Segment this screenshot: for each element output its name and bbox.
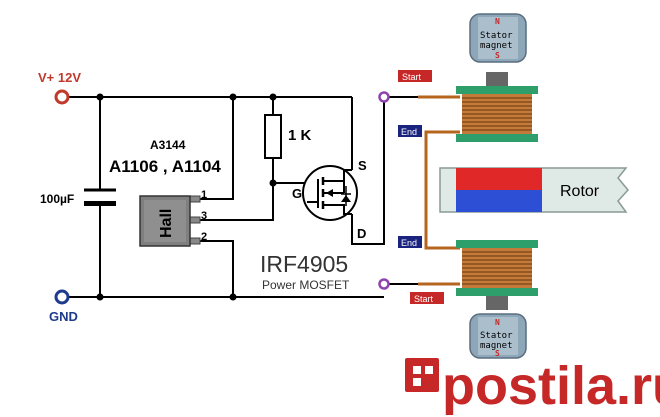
- stator-bottom-line2: magnet: [480, 341, 513, 351]
- coil-leads: [418, 95, 460, 286]
- stator-top-s: S: [495, 51, 500, 60]
- hall-pin-1-label: 1: [201, 189, 207, 201]
- start-label-top: Start: [402, 72, 422, 82]
- vplus-label: V+ 12V: [38, 70, 81, 85]
- hall-pin-3-label: 3: [201, 210, 207, 222]
- mosfet-name: IRF4905: [260, 251, 348, 277]
- rotor-label: Rotor: [560, 183, 600, 200]
- rotor: [439, 167, 629, 213]
- stator-bottom-s: S: [495, 349, 500, 358]
- stator-top-n: N: [495, 17, 500, 26]
- stator-bottom-line1: Stator: [480, 331, 513, 341]
- start-tag-bottom: [410, 292, 444, 304]
- wires: [66, 96, 418, 298]
- stator-bottom-n: N: [495, 318, 500, 327]
- stator-top-line2: magnet: [480, 41, 513, 51]
- resistor: [264, 114, 282, 159]
- end-tag-bottom: [398, 236, 422, 248]
- watermark: [405, 358, 439, 392]
- hall-sensor: [139, 195, 201, 247]
- capacitor-label: 100µF: [40, 192, 74, 206]
- vplus-terminal: [54, 89, 70, 105]
- mosfet-pin-s-label: S: [358, 158, 367, 173]
- coil-top-terminal: [378, 91, 390, 103]
- end-tag-top: [398, 125, 422, 137]
- bottom-coil: [456, 240, 538, 296]
- stator-magnet-top: [469, 13, 527, 86]
- start-label-bottom: Start: [414, 294, 434, 304]
- sensor-model-label: A3144: [150, 138, 186, 152]
- stator-magnet-bottom: [469, 296, 527, 359]
- coil-bottom-terminal: [378, 278, 390, 290]
- junctions: [96, 93, 277, 301]
- hall-label: Hall: [158, 209, 175, 238]
- stator-top-line1: Stator: [480, 31, 513, 41]
- end-label-bottom: End: [401, 238, 417, 248]
- mosfet-pin-g-label: G: [292, 186, 302, 201]
- mosfet-pin-d-label: D: [357, 226, 366, 241]
- mosfet-symbol: [302, 165, 358, 221]
- gnd-terminal: [54, 289, 70, 305]
- watermark-text: postila.ru: [442, 356, 660, 416]
- top-coil: [456, 86, 538, 142]
- end-label-top: End: [401, 127, 417, 137]
- hall-pin-2-label: 2: [201, 231, 207, 243]
- capacitor: [84, 188, 116, 206]
- resistor-label: 1 K: [288, 127, 312, 144]
- start-tag-top: [398, 70, 432, 82]
- mosfet-subtitle: Power MOSFET: [262, 278, 350, 292]
- gnd-label: GND: [49, 309, 78, 324]
- sensor-alternatives-label: A1106 , A1104: [109, 157, 221, 176]
